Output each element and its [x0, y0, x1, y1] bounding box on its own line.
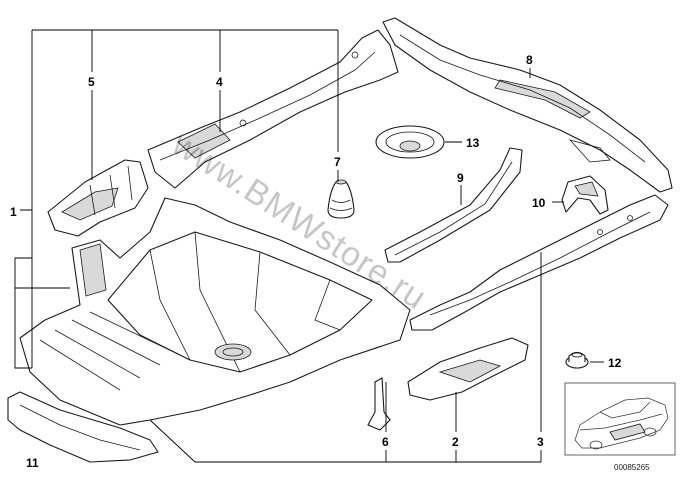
part-12-grommet: [565, 351, 589, 369]
part-2-plate: [407, 337, 529, 401]
callout-9: 9: [457, 171, 464, 185]
part-8-rear-side-member: [382, 17, 673, 193]
callout-10: 10: [532, 196, 546, 210]
callout-labels: 1 2 3 4 5 6 7 8 9 10 11 12 13: [10, 53, 622, 470]
part-6-mount-post: [367, 377, 391, 431]
inset-car-thumbnail: [564, 382, 676, 456]
part-7-rubber-boot: [327, 179, 355, 219]
part-4-longitudinal-member: [147, 29, 399, 189]
part-3-side-member: [409, 194, 669, 331]
part-11-rear-panel: [7, 391, 159, 463]
callout-5: 5: [88, 75, 95, 89]
part-1-floor-pan: [19, 197, 411, 426]
callout-8: 8: [526, 53, 533, 67]
car-outline-icon: [574, 397, 669, 449]
callout-12: 12: [608, 356, 622, 370]
callout-13: 13: [466, 136, 480, 150]
part-13-cover-plate: [375, 125, 445, 159]
part-5-bracket: [47, 159, 149, 237]
callout-1: 1: [10, 205, 17, 219]
leader-lines: [14, 29, 604, 463]
part-10-bracket: [561, 175, 609, 215]
inset-code: 00085265: [614, 463, 650, 472]
callout-3: 3: [537, 435, 544, 449]
callout-2: 2: [452, 435, 459, 449]
callout-4: 4: [216, 75, 223, 89]
part-9-brace: [384, 147, 523, 263]
callout-7: 7: [334, 155, 341, 169]
callout-6: 6: [382, 435, 389, 449]
callout-11: 11: [26, 456, 39, 470]
